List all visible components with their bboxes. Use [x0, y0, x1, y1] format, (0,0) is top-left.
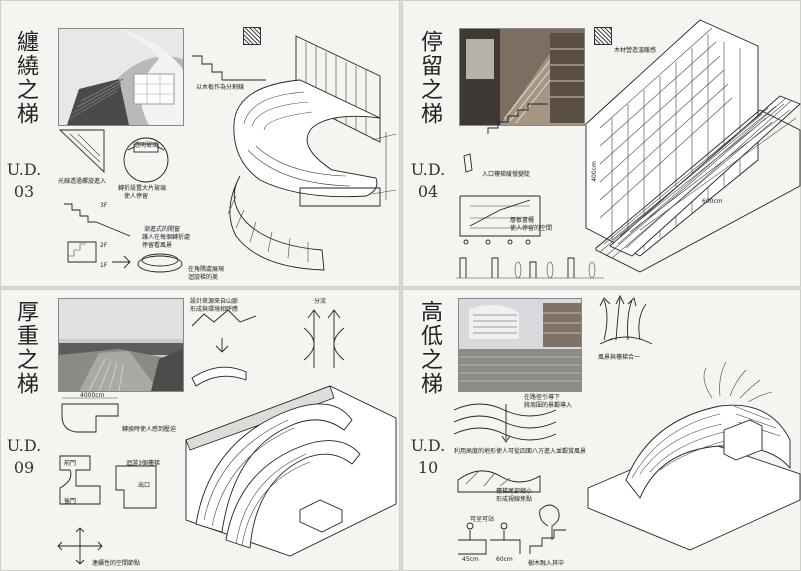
- terrace-stair-photo-image: [459, 299, 581, 391]
- panel-03-note-board: 以木板作為分割線: [196, 84, 245, 91]
- panel-04-note-entrance: 入口樓梯緩慢變陡: [482, 171, 531, 178]
- panel-10-note-scenery: 將周圍的景觀導入: [524, 402, 573, 409]
- panel-03-note-2f: 2F: [100, 242, 108, 249]
- panel-03-note-light: 光線透過螺旋進入: [58, 178, 107, 185]
- bookshelf-stair-photo-image: [460, 29, 584, 125]
- panel-10-code-number: 10: [417, 458, 439, 477]
- panel-04-note-stay-space: 使人停留的空間: [510, 225, 553, 232]
- panel-03-note-glass: 轉折設置大片玻璃: [118, 185, 167, 192]
- panel-09-note-split: 分流: [314, 298, 327, 305]
- panel-03-drawings: [58, 35, 397, 273]
- panel-09-drawings: [57, 309, 397, 565]
- panel-10-note-sit: 可坐可站: [470, 516, 495, 523]
- panel-09-note-pressure: 轉換時使人感到壓迫: [122, 426, 177, 433]
- panel-09-note-back: 後門: [64, 498, 77, 505]
- panel-03-note-turn: 讓人在每個轉折處: [142, 234, 191, 241]
- panel-09-note-source: 設計來源來自山脈: [190, 298, 239, 305]
- panel-03-note-beauty: 迴旋梯的美: [188, 274, 219, 281]
- panel-03-photo: [58, 28, 184, 126]
- panel-03-note-corner: 在角隅處展現: [188, 266, 225, 273]
- panel-10-photo: [458, 298, 582, 392]
- panel-10-title: 高低之梯: [417, 300, 442, 396]
- panel-10-note-tree: 樹木融入其中: [528, 560, 565, 567]
- panel-09-note-front: 前門: [64, 460, 77, 467]
- panel-03-note-3f: 3F: [100, 202, 108, 209]
- panel-04-drawings: [456, 19, 801, 279]
- panel-03-note-stay: 使人停留: [124, 193, 149, 200]
- panel-09-code-prefix: U.D.: [6, 436, 42, 455]
- panel-04-note-wood: 木材營造溫暖感: [614, 47, 657, 54]
- panel-09-note-echo: 形成與環境相呼應: [190, 306, 239, 313]
- panel-04-note-600: 600cm: [702, 198, 723, 205]
- panel-03-note-window: 漸進式的開窗: [144, 226, 181, 233]
- panel-03-note-view: 停留看風景: [142, 242, 173, 249]
- panel-04-title: 停留之梯: [417, 30, 442, 126]
- panel-03-stamp: [243, 27, 261, 45]
- panel-10-note-tail: 樓梯尾部縮小: [496, 488, 533, 495]
- panel-03-title: 纏繞之梯: [13, 30, 38, 126]
- panel-09-photo: [58, 298, 184, 392]
- panel-10-note-focus: 形成視線焦點: [496, 496, 533, 503]
- panel-04-note-shelf: 層板書櫃: [510, 217, 535, 224]
- panel-03-code-prefix: U.D.: [6, 160, 42, 179]
- panel-09-note-4000: 4000cm: [80, 392, 105, 399]
- panel-10-code-prefix: U.D.: [410, 436, 446, 455]
- panel-04-photo: [459, 28, 585, 126]
- panel-04-stamp: [594, 27, 612, 45]
- panel-09-code-number: 09: [13, 458, 35, 477]
- panel-03-note-transparent: 透明玻璃: [134, 142, 159, 149]
- panel-09-note-exit: 出口: [138, 482, 151, 489]
- panel-10-note-guide: 在路徑引導下: [524, 394, 561, 401]
- spiral-stair-photo-image: [59, 29, 183, 125]
- panel-03-note-1f: 1F: [100, 262, 108, 269]
- panel-10-note-45: 45cm: [462, 556, 479, 563]
- panel-10-note-merge: 風景與樓梯合一: [598, 354, 641, 361]
- panel-03-code-number: 03: [13, 182, 35, 201]
- landscape-stair-photo-image: [59, 299, 183, 391]
- panel-10-note-terrain: 利用高度的地形使人可從四面八方進入並觀賞風景: [454, 448, 587, 455]
- panel-10-note-60: 60cm: [496, 556, 513, 563]
- panel-09-note-node: 連續性的空間節點: [92, 560, 141, 567]
- panel-09-note-loop: 迴游3個樓梯: [126, 460, 160, 467]
- panel-04-code-number: 04: [417, 182, 439, 201]
- panel-04-code-prefix: U.D.: [410, 160, 446, 179]
- panel-09-title: 厚重之梯: [13, 300, 38, 396]
